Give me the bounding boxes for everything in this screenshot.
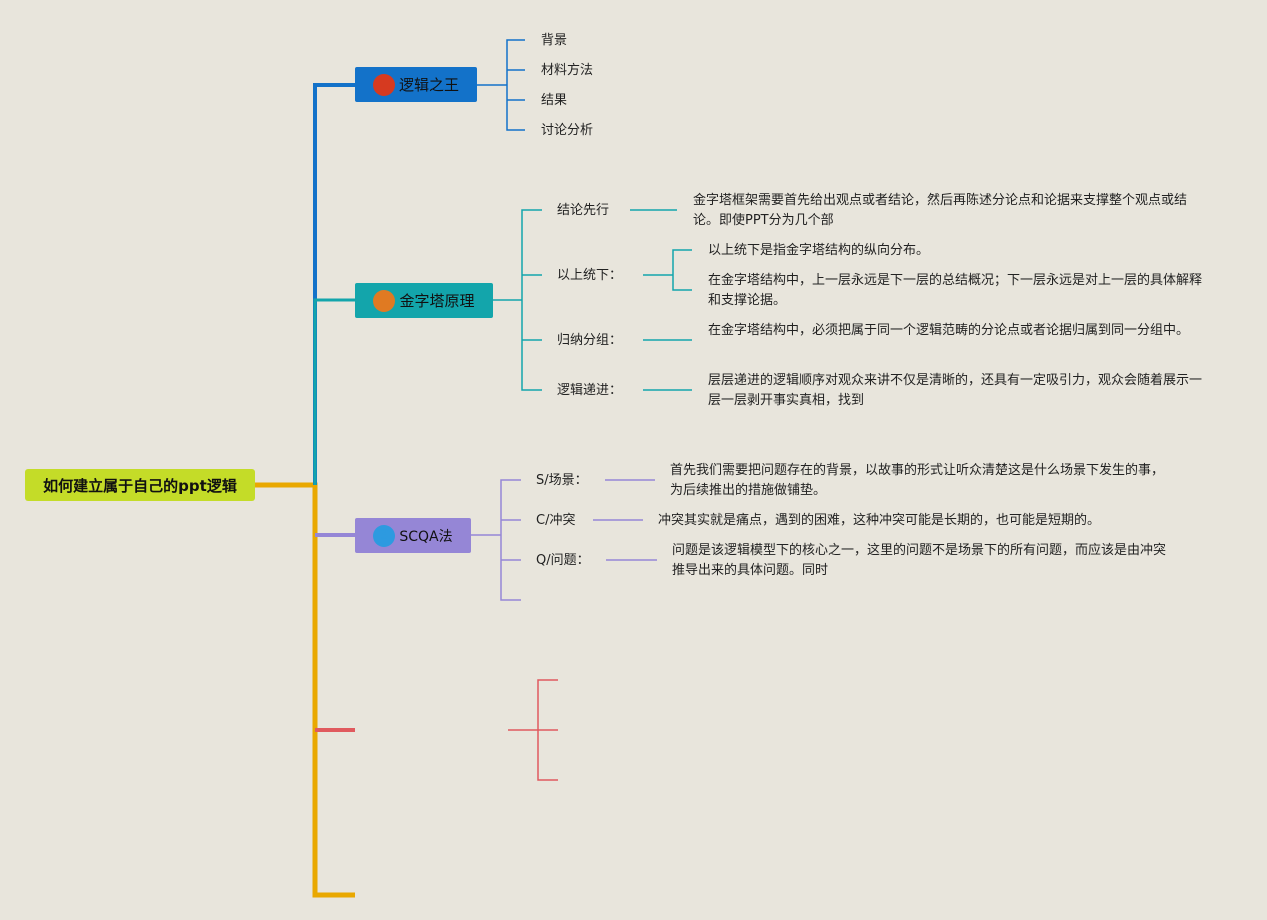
branch3-item[interactable]: S/场景： [536, 473, 588, 488]
branch-label-3: SCQA法 [399, 528, 453, 545]
branch1-item[interactable]: 结果 [541, 93, 568, 108]
branch-label-1: 逻辑之王 [398, 76, 459, 94]
branch2-detail[interactable]: 在金字塔结构中，上一层永远是下一层的总结概况；下一层永远是对上一层的具体解释和支… [708, 273, 1203, 308]
branch3-detail[interactable]: 问题是该逻辑模型下的核心之一，这里的问题不是场景下的所有问题，而应该是由冲突推导… [672, 543, 1167, 578]
branch2-item[interactable]: 结论先行 [557, 203, 610, 218]
number-badge-3: 3 [373, 524, 396, 547]
branch-node-2[interactable]: 2 金字塔原理 [355, 283, 493, 318]
branch2-item[interactable]: 归纳分组： [557, 333, 623, 348]
branch2-detail[interactable]: 以上统下是指金字塔结构的纵向分布。 [708, 243, 930, 258]
branch2-detail[interactable]: 金字塔框架需要首先给出观点或者结论，然后再陈述分论点和论据来支撑整个观点或结论。… [693, 193, 1188, 228]
branch2-item[interactable]: 以上统下： [557, 268, 623, 283]
branch2-detail[interactable]: 层层递进的逻辑顺序对观众来讲不仅是清晰的，还具有一定吸引力，观众会随着展示一层一… [708, 373, 1203, 408]
number-badge-2: 2 [373, 289, 396, 312]
root-label: 如何建立属于自己的ppt逻辑 [43, 476, 237, 495]
root-node[interactable]: 如何建立属于自己的ppt逻辑 [25, 469, 255, 501]
branch3-detail[interactable]: 冲突其实就是痛点，遇到的困难，这种冲突可能是长期的，也可能是短期的。 [658, 513, 1101, 528]
branch3-item[interactable]: C/冲突 [536, 513, 576, 528]
branch3-item[interactable]: Q/问题： [536, 553, 590, 568]
number-badge-1: 1 [372, 73, 395, 96]
branch3-detail[interactable]: 首先我们需要把问题存在的背景，以故事的形式让听众清楚这是什么场景下发生的事，为后… [670, 463, 1165, 498]
branch1-item[interactable]: 背景 [541, 33, 568, 48]
branch2-item[interactable]: 逻辑递进： [557, 383, 623, 398]
branch-node-3[interactable]: 3 SCQA法 [355, 518, 471, 553]
branch1-item[interactable]: 材料方法 [541, 63, 594, 78]
branch-label-2: 金字塔原理 [399, 292, 475, 310]
branch2-detail[interactable]: 在金字塔结构中，必须把属于同一个逻辑范畴的分论点或者论据归属到同一分组中。 [708, 323, 1190, 338]
branch1-item[interactable]: 讨论分析 [541, 123, 594, 138]
branch-node-1[interactable]: 1 逻辑之王 [355, 67, 477, 102]
